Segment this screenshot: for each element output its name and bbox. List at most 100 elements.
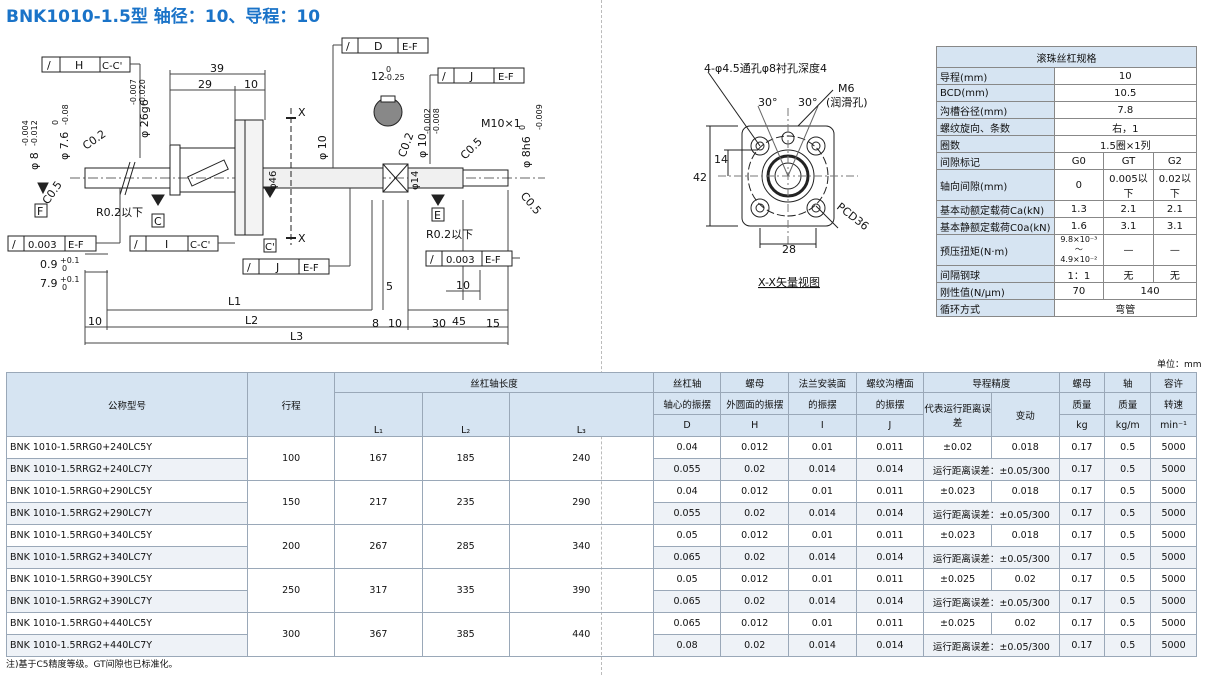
cell-shaft-mass: 0.5 xyxy=(1104,502,1152,525)
frame-ef2-sym: / xyxy=(430,253,434,266)
frame-i-ref: C-C' xyxy=(190,240,210,251)
spec-label: 沟槽谷径(mm) xyxy=(936,101,1055,119)
dim-phi7-6: φ 7.6 xyxy=(58,132,71,160)
spec-value: GT xyxy=(1103,152,1154,170)
cell-d: 0.055 xyxy=(652,458,722,481)
datum-f-label: F xyxy=(37,205,43,218)
cell-j: 0.011 xyxy=(855,436,925,459)
spec-label: BCD(mm) xyxy=(936,84,1055,102)
dim-10a: 10 xyxy=(244,78,258,91)
cell-model: BNK 1010-1.5RRG2+440LC7Y xyxy=(5,634,249,657)
frame-ef1-ref: E-F xyxy=(68,240,84,251)
cell-model: BNK 1010-1.5RRG2+290LC7Y xyxy=(5,502,249,525)
cell-speed: 5000 xyxy=(1150,480,1197,503)
dim-phi8h6: φ 8h6 xyxy=(520,136,533,168)
end-view-caption: X-X矢量视图 xyxy=(758,275,820,289)
flange xyxy=(234,119,264,236)
cell-model: BNK 1010-1.5RRG2+340LC7Y xyxy=(5,546,249,569)
cell-i: 0.01 xyxy=(788,524,857,547)
cell-i: 0.01 xyxy=(788,612,857,635)
dim-phi8-tol-low: -0.012 xyxy=(30,120,39,146)
frame-d-sym: / xyxy=(346,40,350,53)
col-header-shaft-mass: 轴 xyxy=(1104,372,1152,393)
frame-ef1-sym: / xyxy=(12,238,16,251)
col-header-h: 螺母 xyxy=(720,372,790,393)
cell-j: 0.011 xyxy=(855,524,925,547)
dim-phi10: φ 10 xyxy=(316,135,329,160)
cell-i: 0.014 xyxy=(788,634,857,657)
cell-d: 0.08 xyxy=(652,634,722,657)
spec-value: 3.1 xyxy=(1152,217,1198,235)
cell-j: 0.014 xyxy=(855,546,925,569)
dim-7-9: 7.9 xyxy=(40,277,58,290)
frame-j-top-sym: / xyxy=(442,70,446,83)
col-header-d: 丝杠轴 xyxy=(652,372,722,393)
cell-i: 0.01 xyxy=(788,480,857,503)
dim-7-9-tol-low: 0 xyxy=(62,283,67,292)
spec-value: 1：1 xyxy=(1053,265,1105,283)
col-header-stroke: 行程 xyxy=(247,372,336,437)
cell-shaft-mass: 0.5 xyxy=(1104,546,1152,569)
col-header-h-3: H xyxy=(720,414,790,437)
dim-phi10b: φ 10 xyxy=(416,133,429,158)
cell-h: 0.012 xyxy=(720,480,790,503)
dim-12: 12 xyxy=(371,70,385,83)
cell-h: 0.02 xyxy=(720,634,790,657)
cell-nut-mass: 0.17 xyxy=(1058,458,1106,481)
cell-h: 0.02 xyxy=(720,546,790,569)
spec-value: 10.5 xyxy=(1053,84,1198,102)
spec-table: 滚珠丝杠规格 导程(mm)10 BCD(mm)10.5 沟槽谷径(mm)7.8 … xyxy=(936,46,1198,317)
cell-nut-mass: 0.17 xyxy=(1058,568,1106,591)
spec-value: 3.1 xyxy=(1103,217,1154,235)
frame-j-bot-sym: / xyxy=(247,261,251,274)
frame-h-ref: C-C' xyxy=(102,61,122,72)
datum-c2-label: C' xyxy=(265,242,275,253)
cell-d: 0.055 xyxy=(652,502,722,525)
dim-10c: 10 xyxy=(456,279,470,292)
spec-label: 刚性值(N/μm) xyxy=(936,282,1055,300)
col-header-shaft-mass-2: 质量 xyxy=(1104,392,1152,415)
cell-rep-error: ±0.025 xyxy=(923,568,992,591)
end-m6-label: M6 xyxy=(838,82,855,95)
col-header-speed-2: 转速 xyxy=(1150,392,1197,415)
cell-nut-mass: 0.17 xyxy=(1058,524,1106,547)
cell-h: 0.02 xyxy=(720,458,790,481)
spec-label: 间隙标记 xyxy=(936,152,1055,170)
dim-29: 29 xyxy=(198,78,212,91)
cell-i: 0.01 xyxy=(788,568,857,591)
frame-h-sym: / xyxy=(47,59,51,72)
footnote: 注)基于C5精度等级。GT间隙也已标准化。 xyxy=(6,660,178,670)
cell-l1: 217 xyxy=(334,480,423,525)
col-header-model: 公称型号 xyxy=(5,372,249,437)
dim-30: 30 xyxy=(432,317,446,330)
cell-lead-error: 运行距离误差：±0.05/300 xyxy=(923,590,1060,613)
section-x-top: X xyxy=(298,106,306,119)
cell-l2: 385 xyxy=(421,612,510,657)
frame-ef1-val: 0.003 xyxy=(28,240,57,251)
cell-j: 0.014 xyxy=(855,590,925,613)
col-header-l3: L₃ xyxy=(508,392,654,437)
spec-label: 导程(mm) xyxy=(936,67,1055,85)
cell-stroke: 250 xyxy=(247,568,336,613)
cell-l2: 185 xyxy=(421,436,510,481)
spec-label: 螺纹旋向、条数 xyxy=(936,118,1055,136)
spec-label: 预压扭矩(N·m) xyxy=(936,234,1055,266)
spec-value: 70 xyxy=(1053,282,1105,300)
frame-j-top-val: J xyxy=(469,70,473,83)
col-header-j: 螺纹沟槽面 xyxy=(855,372,925,393)
cell-stroke: 150 xyxy=(247,480,336,525)
cell-l3: 340 xyxy=(508,524,654,569)
dim-0-9-tol-up: +0.1 xyxy=(60,256,79,265)
preload-line-1: 9.8×10⁻³ xyxy=(1060,235,1098,244)
dim-phi8: φ 8 xyxy=(28,152,41,170)
col-header-rep-error: 代表运行距离误差 xyxy=(923,392,992,437)
cell-stroke: 100 xyxy=(247,436,336,481)
spec-value: 140 xyxy=(1103,282,1197,300)
cell-shaft-mass: 0.5 xyxy=(1104,458,1152,481)
cell-model: BNK 1010-1.5RRG2+240LC7Y xyxy=(5,458,249,481)
col-header-i: 法兰安装面 xyxy=(788,372,857,393)
